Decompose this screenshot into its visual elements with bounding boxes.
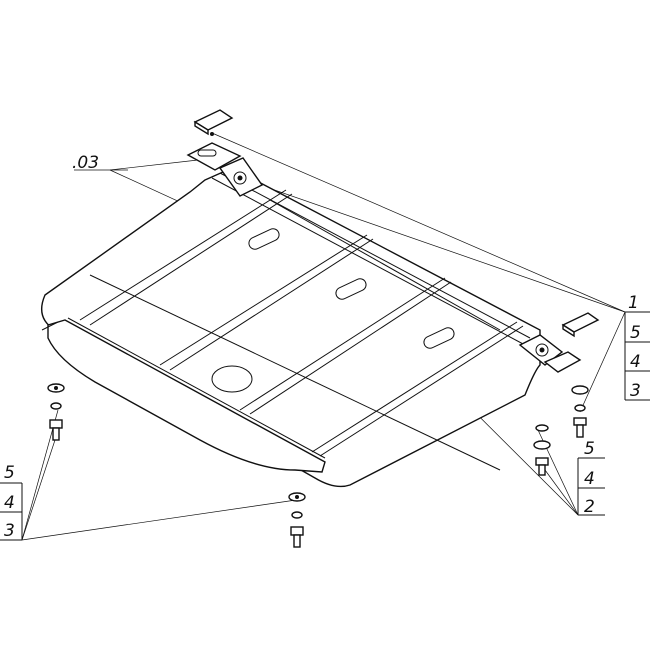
label-5-left: 5 [4, 463, 15, 483]
spacer-plate-right [561, 312, 600, 338]
spacer-plate-top [193, 109, 234, 136]
label-5-top: 5 [630, 323, 641, 343]
label-part-03: .03 [72, 153, 99, 173]
bracket-right [518, 334, 582, 373]
label-4-top: 4 [630, 352, 641, 372]
label-2: 2 [584, 497, 595, 517]
label-3-left: 3 [4, 521, 15, 541]
fastener-right-a [533, 424, 551, 476]
label-4-left: 4 [4, 493, 15, 513]
callout-frame-top-right [624, 311, 650, 401]
label-4-mid: 4 [584, 469, 595, 489]
fastener-right-b [571, 385, 589, 438]
callout-frame-mid-right [577, 457, 605, 516]
callout-frame-left [0, 482, 23, 541]
fastener-center [288, 492, 306, 548]
label-3-top: 3 [630, 381, 641, 401]
label-1: 1 [628, 293, 639, 313]
skid-plate [41, 167, 541, 488]
label-5-mid: 5 [584, 439, 595, 459]
bracket-top-left [186, 142, 264, 197]
fastener-left [47, 383, 65, 441]
